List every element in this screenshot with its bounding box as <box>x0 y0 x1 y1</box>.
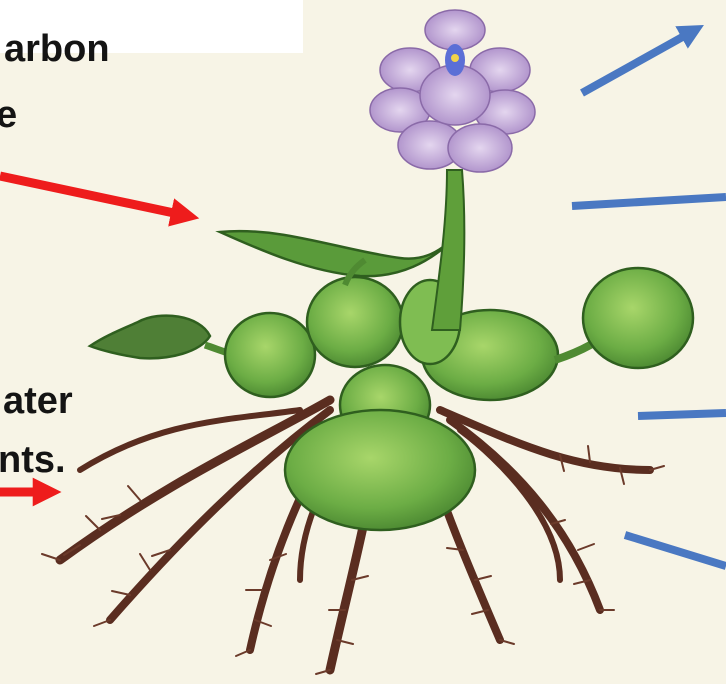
flower <box>370 10 535 172</box>
label-line-3: ater <box>3 382 73 420</box>
blue-line-roots <box>625 535 726 566</box>
blue-line-stem <box>572 197 726 206</box>
blue-arrow-up <box>582 30 695 93</box>
label-line-4: nts. <box>0 441 66 479</box>
red-arrow-to-leaf <box>0 176 188 216</box>
label-line-2: e <box>0 96 17 134</box>
label-line-1: arbon <box>4 30 110 68</box>
blue-line-float <box>638 413 726 416</box>
